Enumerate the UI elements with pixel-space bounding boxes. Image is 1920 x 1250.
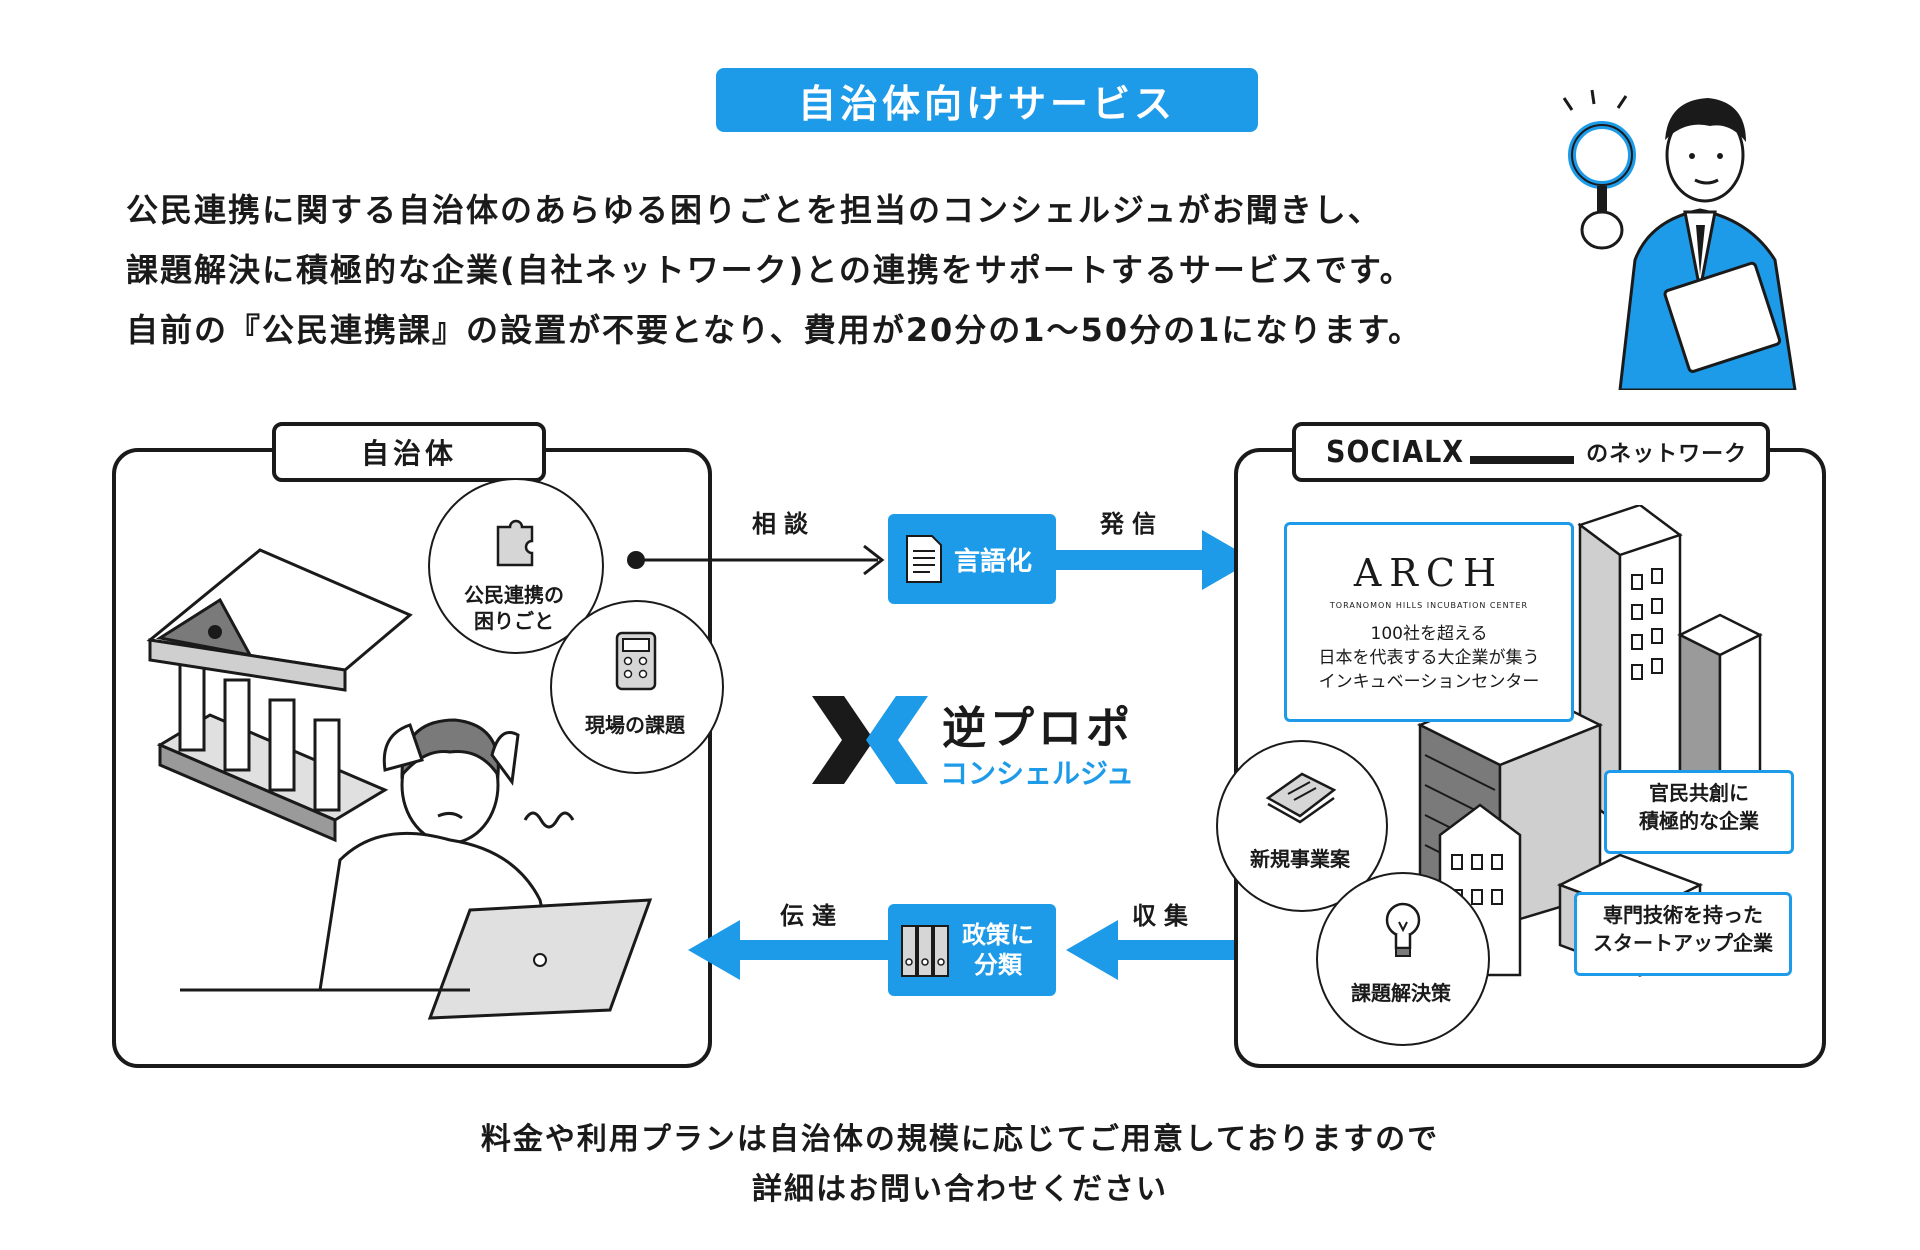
arch-name: ARCH [1353,551,1505,595]
startup-companies-box: 専門技術を持った スタートアップ企業 [1574,892,1792,976]
bubble-public-private-issue-text: 公民連携の 困りごと [464,583,564,633]
verbalize-box: 言語化 [888,514,1056,604]
network-suffix: のネットワーク [1586,442,1748,467]
binders-icon [901,925,949,977]
network-tab: SOCIALX のネットワーク [1292,422,1770,482]
arch-description: 100社を超える 日本を代表する大企業が集う インキュベーションセンター [1318,624,1540,692]
footer-line-2: 詳細はお問い合わせください [752,1172,1168,1207]
municipality-tab: 自治体 [272,422,546,482]
document-icon [906,535,942,583]
calculator-icon [615,631,657,691]
lightbulb-icon [1385,902,1421,957]
logo-subtitle: コンシェルジュ [940,757,1135,790]
deliver-label: 伝達 [780,902,844,930]
socialx-brand: SOCIALX [1326,434,1465,470]
consult-arrow [627,544,885,576]
service-title: 自治体向けサービス [716,68,1258,132]
consult-label: 相談 [752,510,816,538]
deliver-arrow [688,920,888,980]
public-private-companies-box: 官民共創に 積極的な企業 [1604,770,1794,854]
intro-line: 自前の『公民連携課』の設置が不要となり、費用が20分の1～50分の1になります。 [126,311,1423,349]
arch-subtitle: TORANOMON HILLS INCUBATION CENTER [1329,601,1529,610]
intro-line: 課題解決に積極的な企業(自社ネットワーク)との連携をサポートするサービスです。 [126,251,1414,289]
puzzle-icon [496,519,534,567]
bubble-solution-text: 課題解決策 [1351,981,1451,1005]
intro-line: 公民連携に関する自治体のあらゆる困りごとを担当のコンシェルジュがお聞きし、 [126,191,1382,229]
bubble-field-issue-text: 現場の課題 [585,713,685,737]
arch-card: ARCH TORANOMON HILLS INCUBATION CENTER 1… [1284,522,1574,722]
bubble-new-business-text: 新規事業案 [1250,847,1350,871]
bubble-solution [1316,872,1490,1046]
footer-line-1: 料金や利用プランは自治体の規模に応じてご用意しておりますので [480,1122,1440,1157]
consultant-illustration [1562,89,1797,390]
municipality-illustration [146,548,653,1020]
brand-underline [1470,456,1575,464]
intro-text: 公民連携に関する自治体のあらゆる困りごとを担当のコンシェルジュがお聞きし、 課題… [126,180,1546,360]
classify-label: 政策に 分類 [962,921,1034,979]
send-label: 発信 [1100,510,1164,538]
collect-label: 収集 [1132,902,1196,930]
gyaku-propo-logo-mark [812,696,928,784]
send-arrow [1056,530,1254,590]
logo-title: 逆プロポ [942,703,1134,754]
verbalize-label: 言語化 [954,546,1033,577]
classify-box: 政策に 分類 [888,904,1056,996]
papers-icon [1265,772,1337,824]
